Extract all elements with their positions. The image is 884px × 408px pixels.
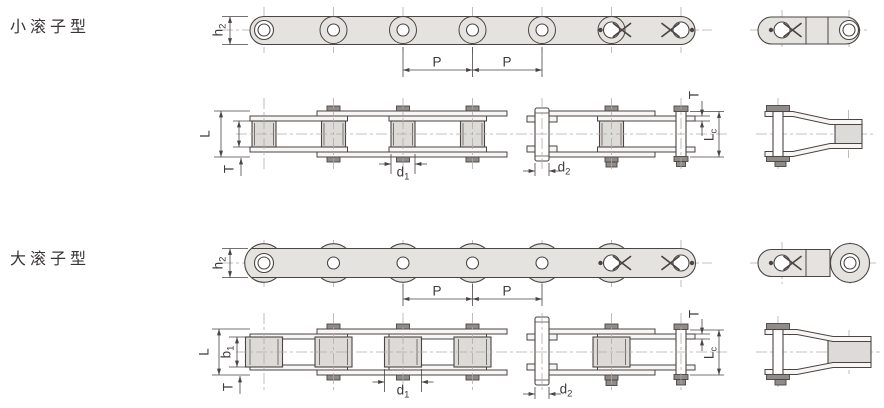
dim-label-Lc-large: Lc [701, 346, 719, 360]
centerlines [236, 313, 730, 391]
centerlines [236, 98, 730, 170]
dim-label-T-right-large: T [686, 309, 702, 319]
dim-label-p1-large: P [432, 283, 442, 299]
dim-label-L-small: L [197, 130, 213, 138]
end-pin [673, 105, 689, 167]
dim-label-d2-small: d2 [557, 159, 571, 177]
dim-label-h2-small: h2 [210, 23, 228, 37]
link-plates [249, 110, 696, 158]
section-title-small-roller: 小滚子型 [10, 17, 91, 36]
small-roller-top-view [222, 7, 868, 53]
large-roller-dimensions [212, 248, 724, 399]
dim-label-d1-large: d1 [396, 382, 410, 400]
section-title-large-roller: 大滚子型 [10, 249, 91, 268]
pin-holes [253, 19, 549, 41]
dim-label-d1-small: d1 [396, 164, 410, 182]
small-roller-dimensions [214, 16, 724, 176]
dim-label-h2-large: h2 [210, 256, 228, 270]
small-roller-connecting-link-top-view [757, 16, 861, 45]
dim-label-d2-large: d2 [559, 381, 573, 399]
bushing-block [834, 120, 863, 148]
dim-label-p2-small: P [502, 54, 512, 70]
dim-label-p2-large: P [502, 283, 512, 299]
large-roller-top-view [222, 240, 876, 287]
small-roller-offset-link-side-view [756, 98, 876, 172]
dim-label-L-large: L [196, 348, 212, 356]
link-plates [249, 328, 696, 376]
dim-label-p1-small: P [432, 54, 442, 70]
dim-label-b1-large: b1 [218, 345, 236, 359]
large-roller-side-view [236, 313, 730, 391]
bushing-block [827, 337, 872, 367]
dim-label-T-left-small: T [221, 164, 237, 174]
dim-label-T-left-large: T [220, 382, 236, 392]
pin-holes [253, 252, 549, 274]
roller-circles [319, 16, 626, 44]
dim-label-Lc-small: Lc [701, 128, 719, 142]
large-roller-offset-link-side-view [756, 316, 880, 390]
large-roller-connecting-link-top-view [757, 242, 871, 284]
dim-label-T-right-small: T [686, 90, 702, 100]
small-roller-side-view [236, 98, 730, 170]
